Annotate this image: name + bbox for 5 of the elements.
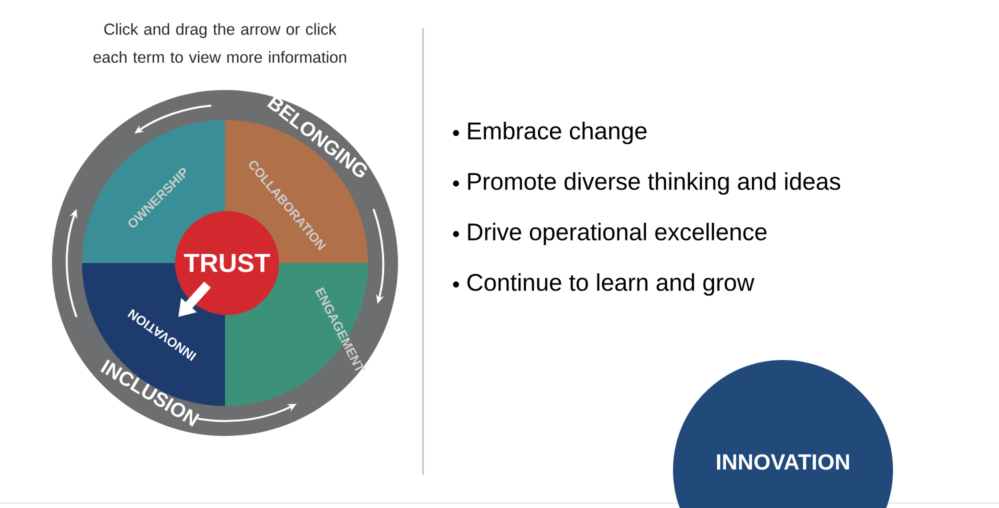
instruction-text: Click and drag the arrow or click each term to view more information — [94, 23, 346, 63]
bullet-text: Promote diverse thinking and ideas — [468, 172, 840, 195]
bullet-text: Drive operational excellence — [468, 222, 767, 246]
bullet-text: Continue to learn and grow — [467, 273, 754, 296]
bullet-text: Embrace change — [468, 122, 647, 144]
